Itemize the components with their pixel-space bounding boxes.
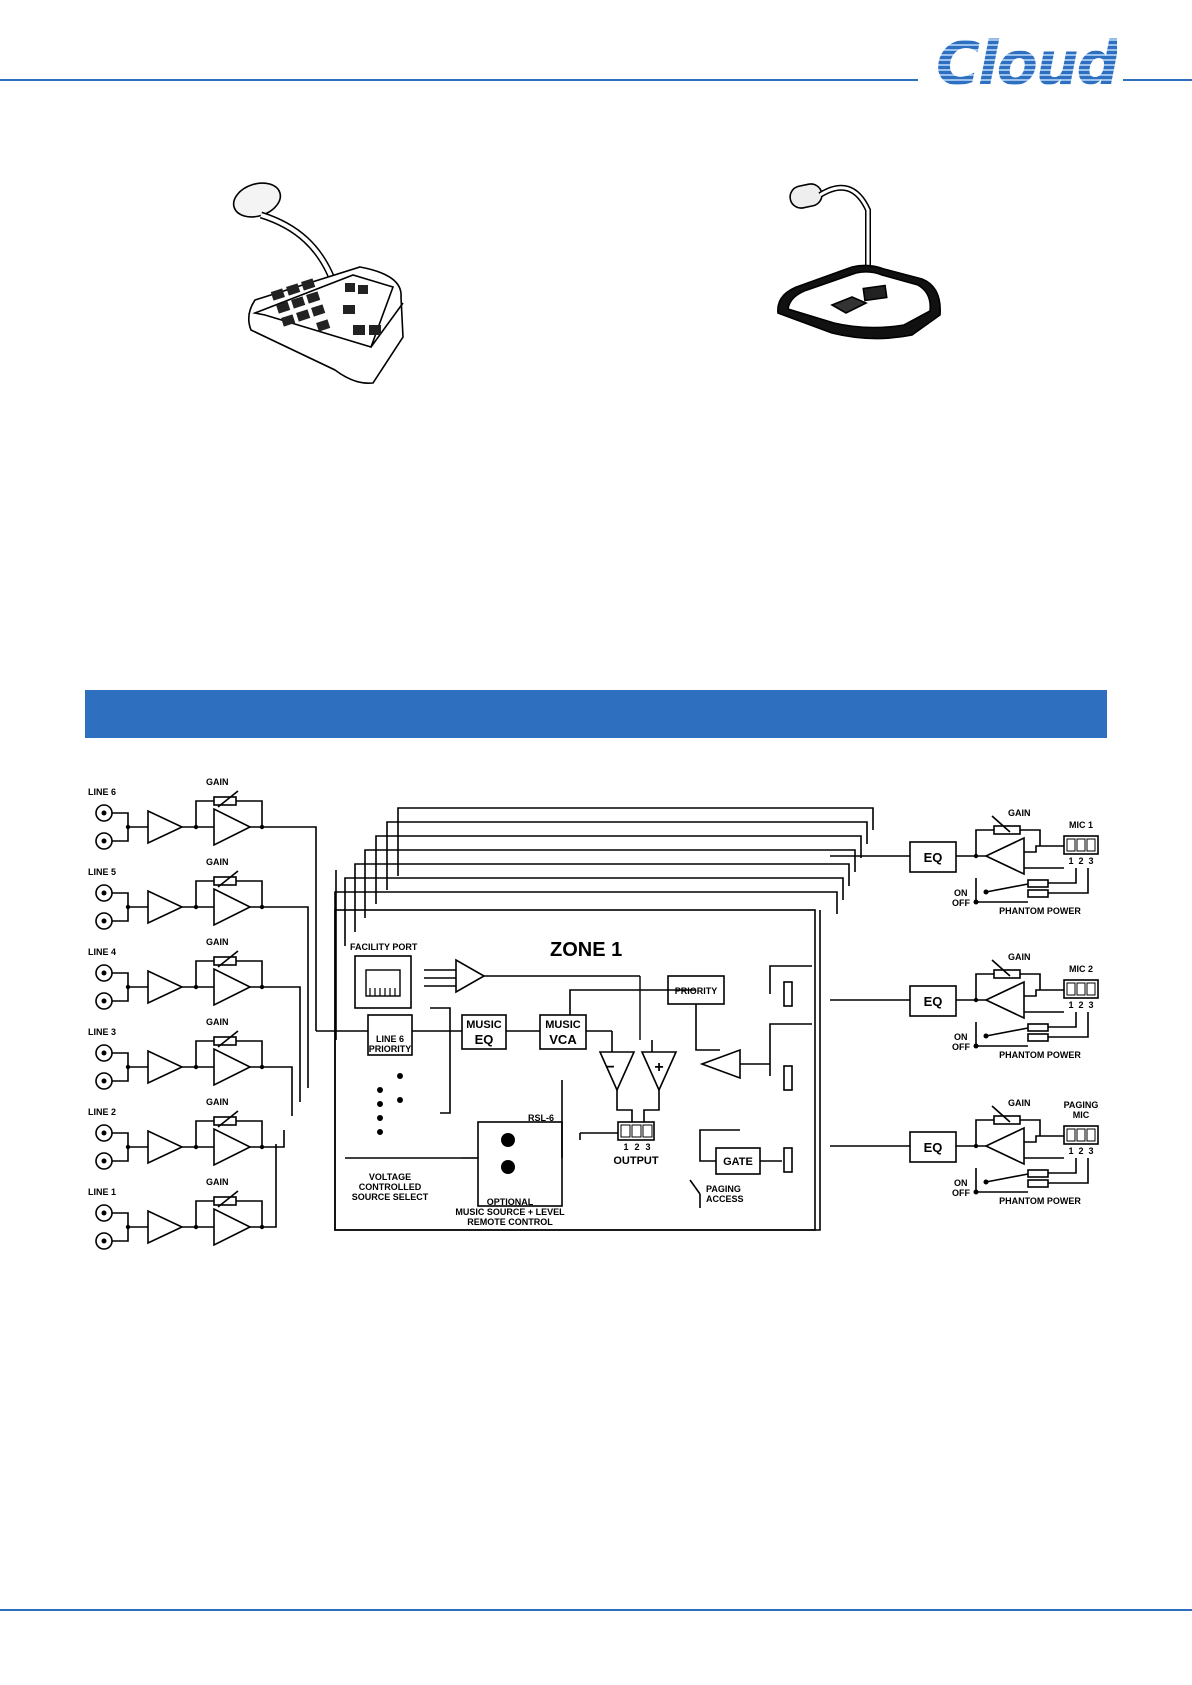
- gain-label: GAIN: [206, 937, 229, 947]
- off-label: OFF: [952, 1042, 970, 1052]
- output-pin-3: 3: [645, 1142, 650, 1152]
- line-input-channels: LINE 6 GAIN LINE 5 GAIN LINE 4 GAIN LINE 3 GAIN…: [88, 777, 317, 1250]
- output-pin-1: 1: [623, 1142, 628, 1152]
- facility-port: FACILITY PORT: [350, 942, 641, 1040]
- eq-label: EQ: [924, 850, 943, 865]
- output-pin-2: 2: [634, 1142, 639, 1152]
- gain-label: GAIN: [206, 1017, 229, 1027]
- paging-access-label-2: ACCESS: [706, 1194, 744, 1204]
- on-label: ON: [954, 1178, 968, 1188]
- line-input-label: LINE 1: [88, 1187, 116, 1197]
- inverting-amp-minus: −: [605, 1059, 614, 1076]
- gain-label: GAIN: [206, 857, 229, 867]
- mic-pin-2: 2: [1078, 1000, 1083, 1010]
- mic-label: PAGING: [1064, 1100, 1099, 1110]
- music-eq-label-2: EQ: [475, 1032, 494, 1047]
- gain-label: GAIN: [1008, 1098, 1031, 1108]
- output-wiring: [579, 1090, 660, 1140]
- rsl6-remote: RSL-6 OPTIONAL MUSIC SOURCE + LEVEL REMO…: [345, 1080, 565, 1227]
- off-label: OFF: [952, 1188, 970, 1198]
- level-controls: [740, 965, 812, 1173]
- eq-label: EQ: [924, 1140, 943, 1155]
- phantom-power-label: PHANTOM POWER: [999, 1196, 1081, 1206]
- line-input-label: LINE 2: [88, 1107, 116, 1117]
- source-select: VOLTAGE CONTROLLED SOURCE SELECT: [352, 1073, 429, 1202]
- facility-port-label: FACILITY PORT: [350, 942, 418, 952]
- mic-pin-3: 3: [1088, 1146, 1093, 1156]
- zone-title: ZONE 1: [550, 939, 622, 961]
- rsl-caption-1: OPTIONAL: [487, 1197, 534, 1207]
- gate-label: GATE: [723, 1156, 753, 1168]
- mic-label: MIC 2: [1069, 964, 1093, 974]
- gain-label: GAIN: [1008, 808, 1031, 818]
- rsl-caption-3: REMOTE CONTROL: [467, 1217, 553, 1227]
- line-input-label: LINE 6: [88, 787, 116, 797]
- phantom-power-label: PHANTOM POWER: [999, 1050, 1081, 1060]
- source-select-label-3: SOURCE SELECT: [352, 1192, 429, 1202]
- on-label: ON: [954, 1032, 968, 1042]
- gain-label: GAIN: [1008, 952, 1031, 962]
- line-input-4: LINE 4 GAIN: [88, 937, 301, 1102]
- non-inverting-amp-plus: +: [654, 1059, 663, 1076]
- output-connector: [617, 1121, 655, 1141]
- line-input-1: LINE 1 GAIN: [88, 1144, 277, 1250]
- gate-block: GATE PAGING ACCESS: [689, 1129, 782, 1208]
- gain-label: GAIN: [206, 777, 229, 787]
- priority-label: PRIORITY: [675, 986, 718, 996]
- mic-pin-1: 1: [1068, 1146, 1073, 1156]
- paging-microphone-keypad-illustration: [232, 182, 404, 385]
- output-label: OUTPUT: [613, 1155, 659, 1167]
- line-input-label: LINE 3: [88, 1027, 116, 1037]
- line-input-label: LINE 5: [88, 867, 116, 877]
- line6-priority-label-2: PRIORITY: [369, 1044, 412, 1054]
- mic-label: MIC: [1073, 1110, 1090, 1120]
- source-select-label-1: VOLTAGE: [369, 1172, 411, 1182]
- off-label: OFF: [952, 898, 970, 908]
- phantom-power-label: PHANTOM POWER: [999, 906, 1081, 916]
- gain-label: GAIN: [206, 1177, 229, 1187]
- zone-block-diagram: LINE 6 GAIN LINE 5 GAIN LINE 4 GAIN LINE 3 GAIN…: [88, 777, 1099, 1250]
- gain-label: GAIN: [206, 1097, 229, 1107]
- music-vca-label-2: VCA: [549, 1032, 577, 1047]
- rsl-label: RSL-6: [528, 1113, 554, 1123]
- mic-pin-2: 2: [1078, 1146, 1083, 1156]
- line-input-6: LINE 6 GAIN: [88, 777, 317, 1031]
- mic-pin-3: 3: [1088, 856, 1093, 866]
- header-rule-right: [1123, 79, 1192, 81]
- line-input-5: LINE 5 GAIN: [88, 857, 309, 1088]
- mic-label: MIC 1: [1069, 820, 1093, 830]
- line-input-label: LINE 4: [88, 947, 116, 957]
- mic-pin-1: 1: [1068, 1000, 1073, 1010]
- line-input-2: LINE 2 GAIN: [88, 1097, 285, 1170]
- line6-priority-switch: LINE 6 PRIORITY: [367, 1014, 413, 1056]
- line6-priority-label-1: LINE 6: [376, 1034, 404, 1044]
- music-vca-block: MUSIC VCA: [539, 1014, 587, 1050]
- rsl-caption-2: MUSIC SOURCE + LEVEL: [455, 1207, 565, 1217]
- paging-access-label-1: PAGING: [706, 1184, 741, 1194]
- music-eq-label-1: MUSIC: [466, 1019, 502, 1031]
- cloud-logo: Cloud: [936, 29, 1119, 99]
- mic-pin-3: 3: [1088, 1000, 1093, 1010]
- output-amps: [598, 1048, 741, 1092]
- on-label: ON: [954, 888, 968, 898]
- mic-pin-2: 2: [1078, 856, 1083, 866]
- music-eq-block: MUSIC EQ: [461, 1014, 507, 1050]
- mic-pin-1: 1: [1068, 856, 1073, 866]
- line-input-3: LINE 3 GAIN: [88, 1017, 293, 1116]
- source-select-label-2: CONTROLLED: [359, 1182, 422, 1192]
- eq-label: EQ: [924, 994, 943, 1009]
- header-rule-left: [0, 79, 918, 81]
- desk-gooseneck-microphone-illustration: [777, 183, 941, 340]
- zone-1-outline: [334, 909, 816, 1231]
- footer-rule: [0, 1609, 1192, 1611]
- music-vca-label-1: MUSIC: [545, 1019, 581, 1031]
- section-header-bar: [85, 690, 1107, 738]
